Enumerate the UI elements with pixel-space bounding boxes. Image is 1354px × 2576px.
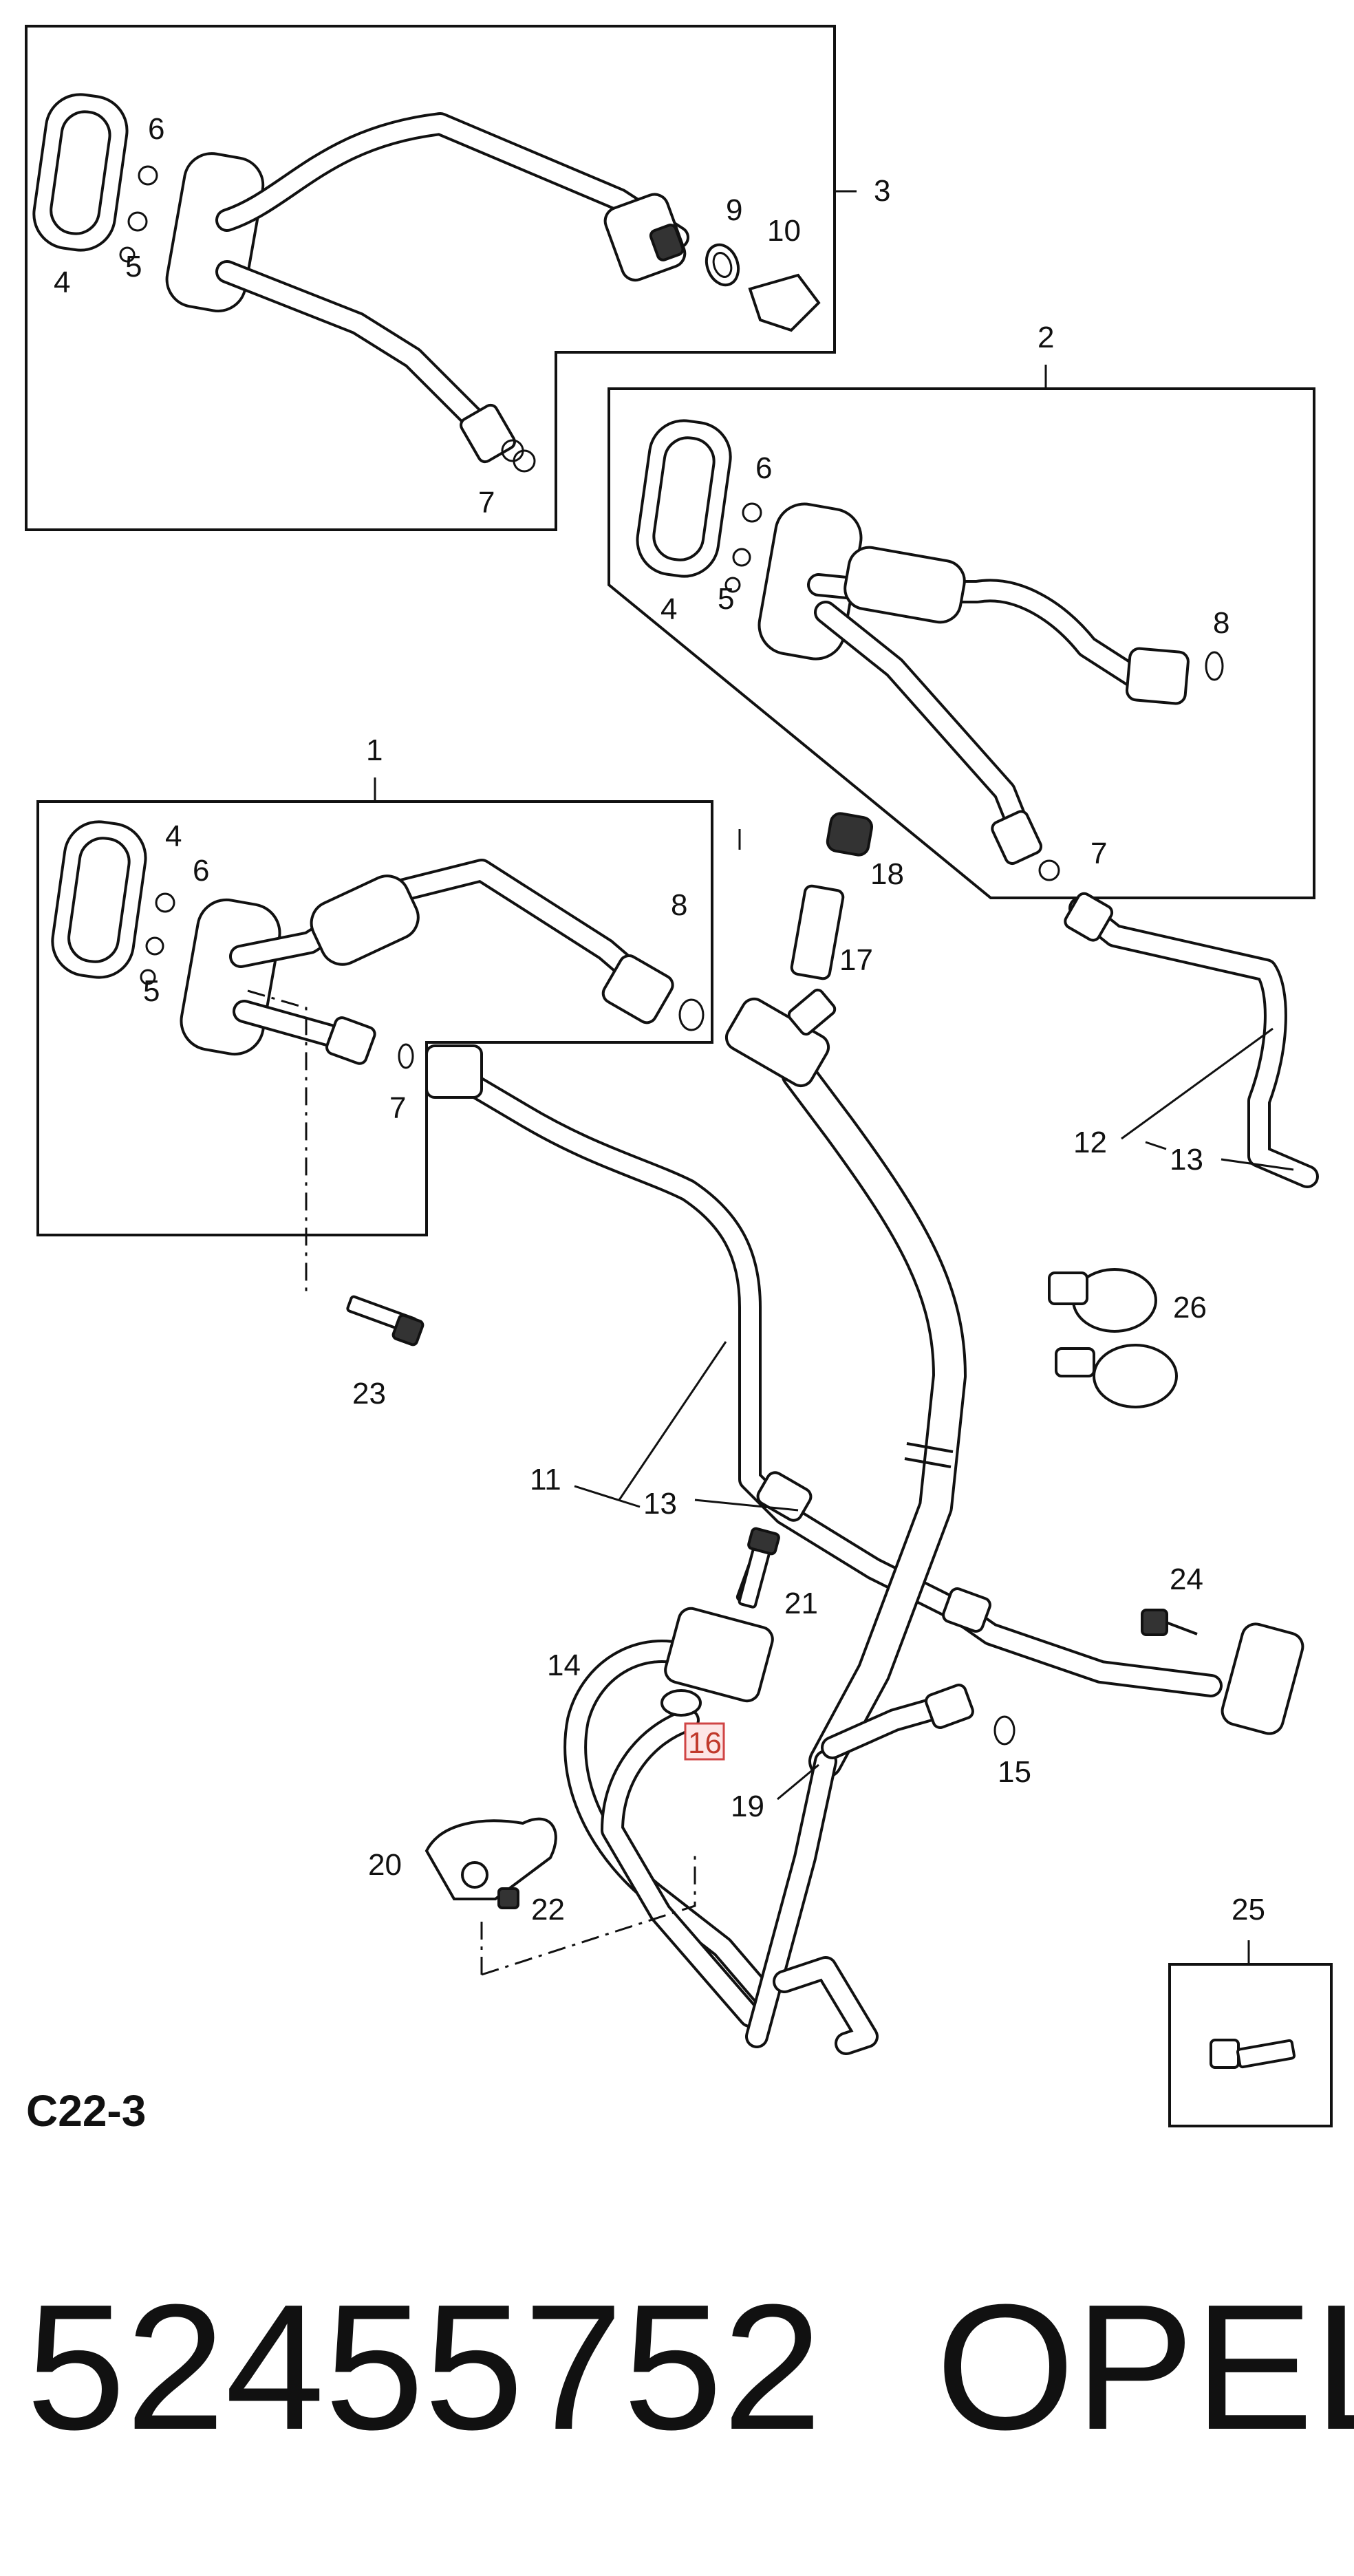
callout-12: 12 — [1073, 1126, 1107, 1159]
callout-7: 7 — [389, 1091, 406, 1125]
callout-25: 25 — [1232, 1893, 1265, 1926]
callout-8: 8 — [1213, 606, 1229, 640]
callout-16-highlight — [684, 1722, 725, 1761]
callout-13: 13 — [1170, 1143, 1203, 1177]
callout-5: 5 — [143, 974, 160, 1008]
callout-9: 9 — [726, 193, 742, 227]
bolt-21 — [738, 1527, 780, 1609]
callout-4: 4 — [165, 819, 182, 853]
brand-name: OPEL — [936, 2268, 1354, 2467]
bracket-20 — [425, 1817, 557, 1909]
callout-17: 17 — [839, 943, 873, 977]
callout-16: 16 — [688, 1726, 722, 1760]
callout-labels: 3 4 5 6 7 9 10 2 4 5 6 7 8 1 4 5 6 7 8 1… — [54, 112, 1265, 1926]
reference-code: C22-3 — [26, 2086, 146, 2136]
callout-1: 1 — [366, 733, 383, 767]
callout-18: 18 — [870, 857, 904, 891]
callout-15: 15 — [998, 1755, 1031, 1789]
inset-1 — [36, 777, 713, 1294]
bolt-23 — [346, 1295, 425, 1346]
callout-21: 21 — [784, 1587, 818, 1620]
hose-assembly — [425, 812, 1319, 2055]
callout-26: 26 — [1173, 1291, 1207, 1324]
inset-25 — [1168, 1940, 1333, 2127]
callout-2: 2 — [1038, 321, 1054, 354]
callout-4: 4 — [54, 266, 70, 299]
callout-6: 6 — [193, 854, 209, 888]
callout-13: 13 — [643, 1487, 677, 1521]
inset-3 — [25, 25, 857, 531]
callout-23: 23 — [352, 1377, 386, 1410]
callout-19: 19 — [731, 1790, 764, 1823]
callout-22: 22 — [531, 1893, 565, 1926]
callout-6: 6 — [755, 451, 772, 485]
part-number: 52455752 — [26, 2268, 822, 2467]
callout-20: 20 — [368, 1848, 402, 1882]
leader-lines — [574, 829, 1294, 1801]
callout-6: 6 — [148, 112, 164, 146]
callout-14: 14 — [547, 1649, 581, 1682]
callout-3: 3 — [874, 174, 890, 208]
callout-7: 7 — [1090, 837, 1107, 870]
callout-11: 11 — [530, 1463, 561, 1496]
callout-5: 5 — [125, 250, 142, 283]
callout-7: 7 — [478, 486, 495, 519]
clip-26 — [1048, 1268, 1178, 1408]
callout-5: 5 — [718, 582, 734, 616]
callout-4: 4 — [660, 592, 677, 626]
callout-10: 10 — [767, 214, 801, 248]
callout-8: 8 — [671, 888, 687, 922]
inset-2 — [608, 365, 1315, 899]
callout-24: 24 — [1170, 1563, 1203, 1596]
